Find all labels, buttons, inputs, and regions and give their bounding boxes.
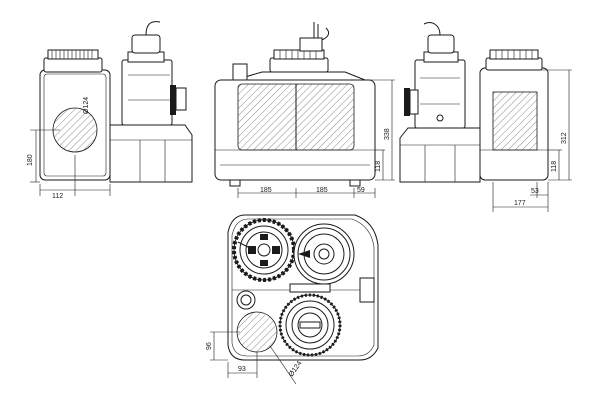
top-horizontal-offset-label: 93 [238,366,246,373]
right-hatched-panel [492,91,538,151]
left-height-label: 180 [27,154,34,166]
front-width-center-label: 185 [316,187,328,194]
left-inlet-diameter-label: Ø124 [83,97,90,114]
right-total-height-label: 312 [561,132,568,144]
front-inlet-height-label: 118 [375,161,382,172]
right-width-label: 177 [514,200,526,207]
front-width-left-label: 185 [260,187,272,194]
right-small-offset-label: 53 [531,188,539,195]
front-total-height-label: 338 [384,128,391,140]
front-view: 185 185 59 118 338 [214,22,395,198]
small-port [236,290,256,310]
right-side-view: 118 312 53 177 [399,22,572,212]
top-inlet-diameter-label: Ø124 [288,360,304,378]
right-inlet-height-label: 118 [551,161,558,172]
left-side-view: Ø124 180 112 [27,21,193,200]
left-offset-label: 112 [52,193,63,200]
right-port-circle [436,114,444,122]
top-plan-view: 96 93 Ø124 [206,214,379,385]
front-width-right-label: 59 [357,187,365,194]
top-vertical-offset-label: 96 [206,342,213,350]
top-inlet-circle [236,311,278,353]
lid-ribs [51,50,93,59]
